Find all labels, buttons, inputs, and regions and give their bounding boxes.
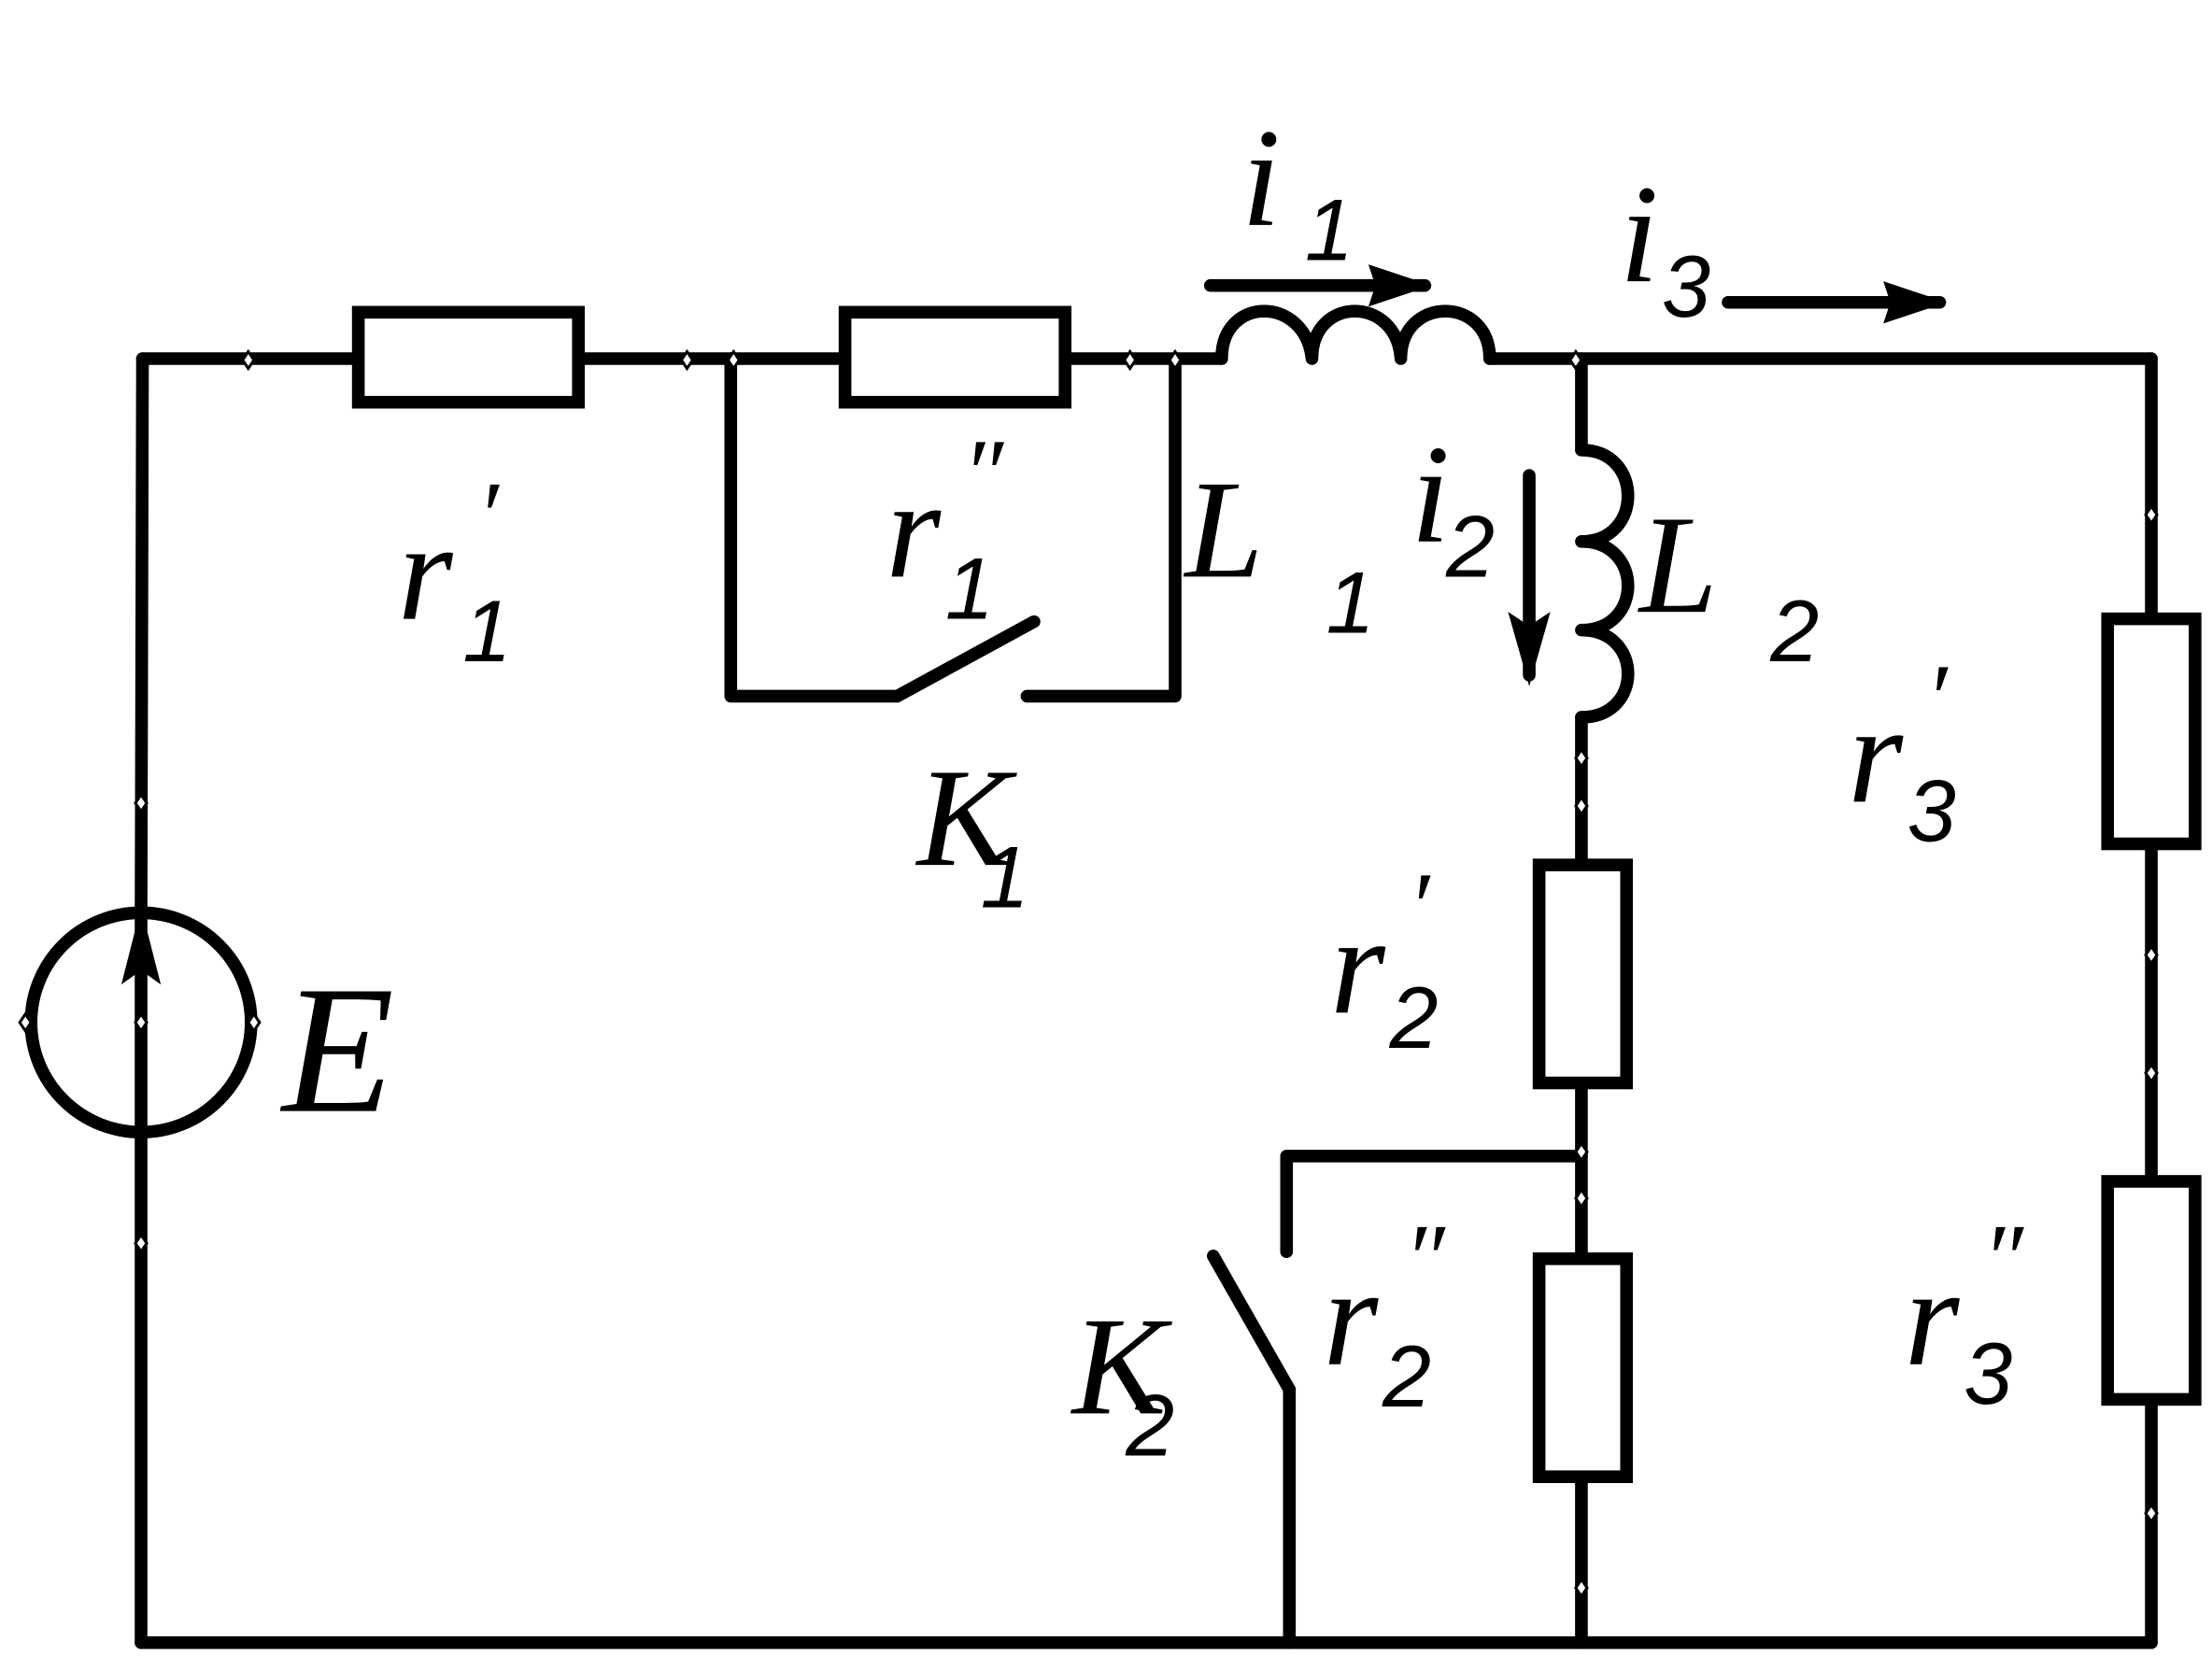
- label-i2-sub: 2: [1445, 498, 1495, 596]
- label-r3-prime-mark: ′: [1925, 643, 1949, 753]
- label-e: E: [279, 949, 394, 1152]
- label-r2-double-prime-sub: 2: [1382, 1327, 1431, 1425]
- switch-k2: [1206, 1249, 1297, 1396]
- inductor-l1: [1215, 304, 1496, 365]
- label-i1-sub: 1: [1305, 181, 1354, 279]
- arrow-right-icon: [1883, 281, 1948, 324]
- arrow-right-icon: [1368, 264, 1432, 307]
- label-l1-symbol: L: [1184, 452, 1264, 608]
- arrow-up-icon: [121, 907, 162, 985]
- label-r1-prime-sub: 1: [462, 582, 511, 680]
- current-i3-arrow: [1722, 281, 1948, 324]
- current-i1-arrow: [1203, 264, 1432, 307]
- label-r2-double-prime-symbol: r: [1324, 1239, 1380, 1395]
- label-l2-sub: 2: [1769, 582, 1819, 680]
- label-k1-sub: 1: [981, 827, 1029, 926]
- label-i3-symbol: i: [1620, 156, 1659, 312]
- label-l2-symbol: L: [1638, 487, 1718, 643]
- switch-k1: [890, 615, 1041, 703]
- label-r3-prime-sub: 3: [1907, 762, 1956, 860]
- label-r3-double-prime-sub: 3: [1964, 1324, 2012, 1422]
- arrow-down-icon: [1508, 612, 1551, 686]
- label-r3-prime-symbol: r: [1848, 677, 1904, 833]
- label-r2-prime-symbol: r: [1330, 887, 1386, 1043]
- label-i2-symbol: i: [1411, 417, 1450, 572]
- wire-k1-left: [724, 352, 904, 703]
- label-r3-double-prime-mark: ″: [1982, 1204, 2024, 1313]
- label-r2-prime-sub: 2: [1389, 968, 1439, 1067]
- resistor-r3-prime: [2101, 612, 2202, 851]
- label-r1-double-prime-mark: ″: [962, 418, 1004, 528]
- label-k2-symbol: K: [1071, 1289, 1173, 1445]
- label-r1-double-prime-sub: 1: [945, 540, 994, 638]
- junction-markers: [18, 348, 2159, 1599]
- label-i1-symbol: i: [1241, 100, 1281, 256]
- label-r2-double-prime-mark: ″: [1404, 1204, 1446, 1313]
- wire-k2-top: [1280, 1150, 1588, 1259]
- wire-k1-right: [1020, 352, 1182, 703]
- wire-left-top: [135, 352, 149, 921]
- label-r1-prime-mark: ′: [476, 460, 500, 570]
- wires: [135, 352, 2158, 1649]
- resistor-r3-double-prime: [2101, 1175, 2202, 1406]
- resistor-r2-prime: [1532, 858, 1634, 1090]
- label-r1-prime-symbol: r: [398, 494, 454, 650]
- label-i3-sub: 3: [1662, 237, 1710, 335]
- resistor-r2-double-prime: [1532, 1252, 1634, 1483]
- label-k2-sub: 2: [1125, 1377, 1174, 1475]
- inductor-l2: [1575, 444, 1635, 724]
- label-r3-double-prime-symbol: r: [1905, 1239, 1961, 1395]
- label-k1-symbol: K: [915, 740, 1018, 896]
- label-r2-prime-mark: ′: [1408, 852, 1431, 961]
- current-i2-arrow: [1508, 469, 1551, 686]
- label-r1-double-prime-symbol: r: [886, 452, 942, 608]
- label-l1-sub: 1: [1326, 554, 1375, 652]
- resistor-r1-prime: [351, 305, 585, 409]
- resistor-r1-double-prime: [838, 305, 1071, 409]
